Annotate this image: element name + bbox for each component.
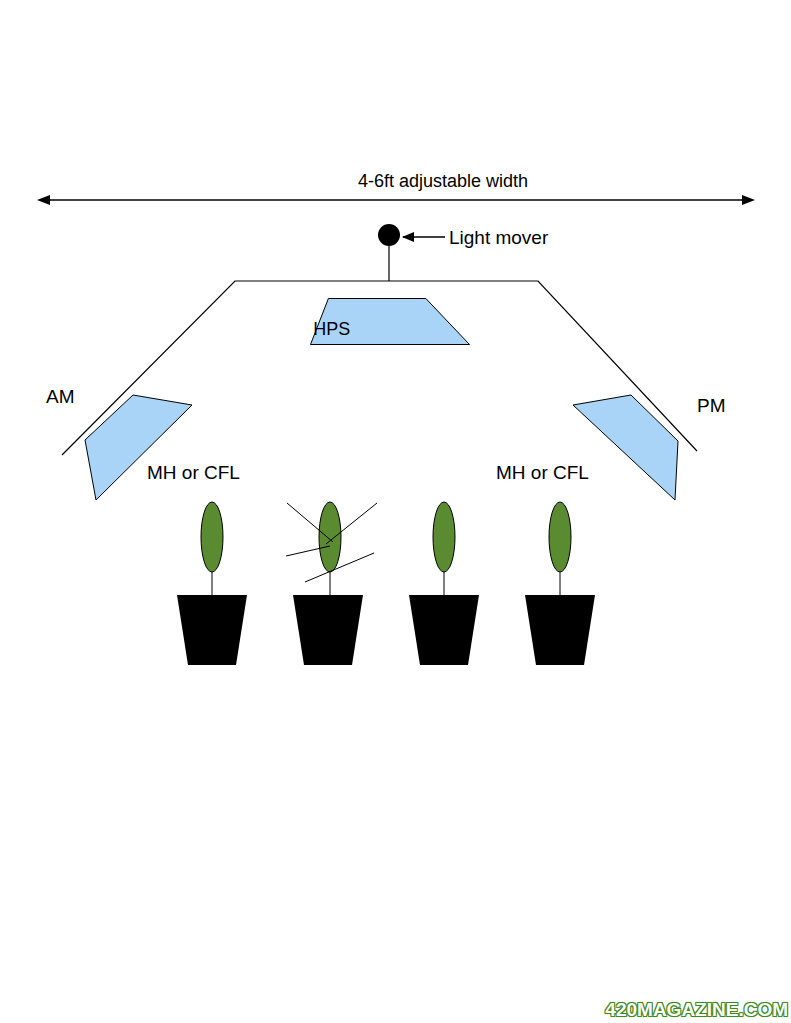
callout-label: PM	[697, 396, 726, 417]
lamp-label: MH or CFL	[496, 463, 589, 484]
lamp-label: MH or CFL	[147, 463, 240, 484]
side-lamp	[85, 395, 192, 500]
callout-label: AM	[46, 387, 75, 408]
arrowhead	[742, 195, 755, 205]
plants	[201, 502, 571, 595]
light-mover-dot	[378, 224, 400, 246]
dimension-label: 4-6ft adjustable width	[358, 172, 528, 192]
leader-line	[403, 236, 445, 238]
callout-label: Light mover	[449, 228, 548, 249]
hanger-stem	[388, 246, 389, 281]
arrowhead	[37, 195, 50, 205]
side-lamp	[573, 395, 678, 500]
lamp-name: HPS	[313, 319, 350, 340]
watermark: 420MAGAZINE.COM	[605, 1000, 788, 1021]
pots	[177, 595, 595, 665]
hps-lamp: HPS	[310, 298, 470, 345]
dimension-line	[49, 199, 743, 201]
